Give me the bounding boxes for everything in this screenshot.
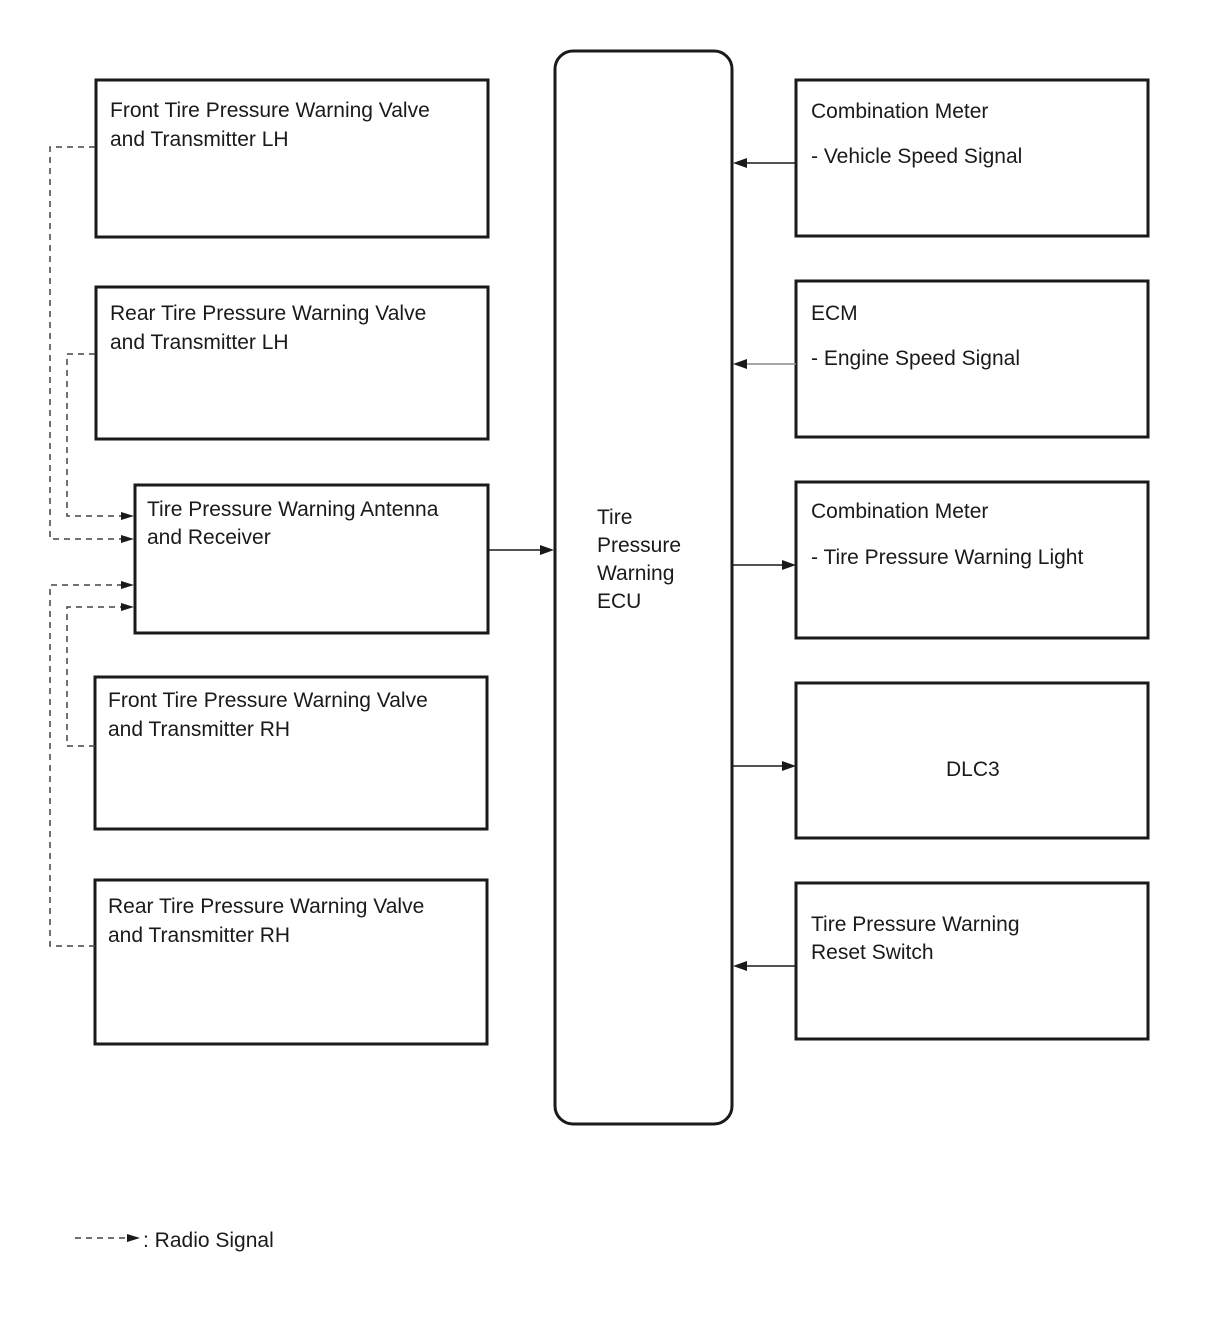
antenna-receiver-box: Tire Pressure Warning Antenna and Receiv… <box>133 483 490 635</box>
combination-meter-speed-box: Combination Meter - Vehicle Speed Signal <box>794 78 1150 238</box>
dlc3-connector <box>733 761 796 771</box>
engine-speed-connector <box>733 359 796 369</box>
legend: : Radio Signal <box>75 1229 274 1252</box>
ecu-label-2: Pressure <box>597 534 681 557</box>
reset-switch-label-1: Tire Pressure Warning <box>811 913 1020 936</box>
dlc3-label: DLC3 <box>946 758 1000 781</box>
combination-meter-speed-title: Combination Meter <box>811 100 988 123</box>
ecu-label-1: Tire <box>597 506 632 529</box>
front-lh-transmitter-label-1: Front Tire Pressure Warning Valve <box>110 99 430 122</box>
vehicle-speed-connector <box>733 158 796 168</box>
warning-light-connector <box>733 560 796 570</box>
reset-switch-label-2: Reset Switch <box>811 941 934 964</box>
reset-switch-box: Tire Pressure Warning Reset Switch <box>794 881 1150 1041</box>
antenna-receiver-label-1: Tire Pressure Warning Antenna <box>147 498 439 521</box>
front-lh-transmitter-label-2: and Transmitter LH <box>110 128 289 151</box>
combination-meter-light-title: Combination Meter <box>811 500 988 523</box>
engine-speed-signal-label: - Engine Speed Signal <box>811 347 1020 370</box>
front-rh-transmitter-label-1: Front Tire Pressure Warning Valve <box>108 689 428 712</box>
rear-rh-transmitter-label-1: Rear Tire Pressure Warning Valve <box>108 895 424 918</box>
vehicle-speed-signal-label: - Vehicle Speed Signal <box>811 145 1022 168</box>
antenna-receiver-label-2: and Receiver <box>147 526 271 549</box>
rear-lh-radio-link <box>66 353 134 520</box>
front-rh-transmitter-label-2: and Transmitter RH <box>108 718 290 741</box>
rear-lh-transmitter-label-1: Rear Tire Pressure Warning Valve <box>110 302 426 325</box>
antenna-to-ecu-connector <box>489 545 554 555</box>
ecu-label-3: Warning <box>597 562 674 585</box>
front-lh-transmitter-box: Front Tire Pressure Warning Valve and Tr… <box>94 78 490 239</box>
front-lh-radio-link <box>49 146 134 543</box>
ecu-label-4: ECU <box>597 590 641 613</box>
dlc3-box: DLC3 <box>794 681 1150 840</box>
ecu-box: Tire Pressure Warning ECU <box>553 49 734 1126</box>
ecm-title: ECM <box>811 302 858 325</box>
rear-rh-radio-link <box>49 581 134 947</box>
rear-lh-transmitter-box: Rear Tire Pressure Warning Valve and Tra… <box>94 285 490 441</box>
legend-label: : Radio Signal <box>143 1229 274 1252</box>
front-rh-radio-link <box>66 603 134 747</box>
combination-meter-light-box: Combination Meter - Tire Pressure Warnin… <box>794 480 1150 640</box>
ecm-box: ECM - Engine Speed Signal <box>794 279 1150 439</box>
rear-lh-transmitter-label-2: and Transmitter LH <box>110 331 289 354</box>
reset-switch-connector <box>733 961 796 971</box>
rear-rh-transmitter-box: Rear Tire Pressure Warning Valve and Tra… <box>93 878 489 1046</box>
legend-arrow-icon <box>127 1234 140 1242</box>
warning-light-label: - Tire Pressure Warning Light <box>811 546 1083 569</box>
rear-rh-transmitter-label-2: and Transmitter RH <box>108 924 290 947</box>
front-rh-transmitter-box: Front Tire Pressure Warning Valve and Tr… <box>93 675 489 831</box>
